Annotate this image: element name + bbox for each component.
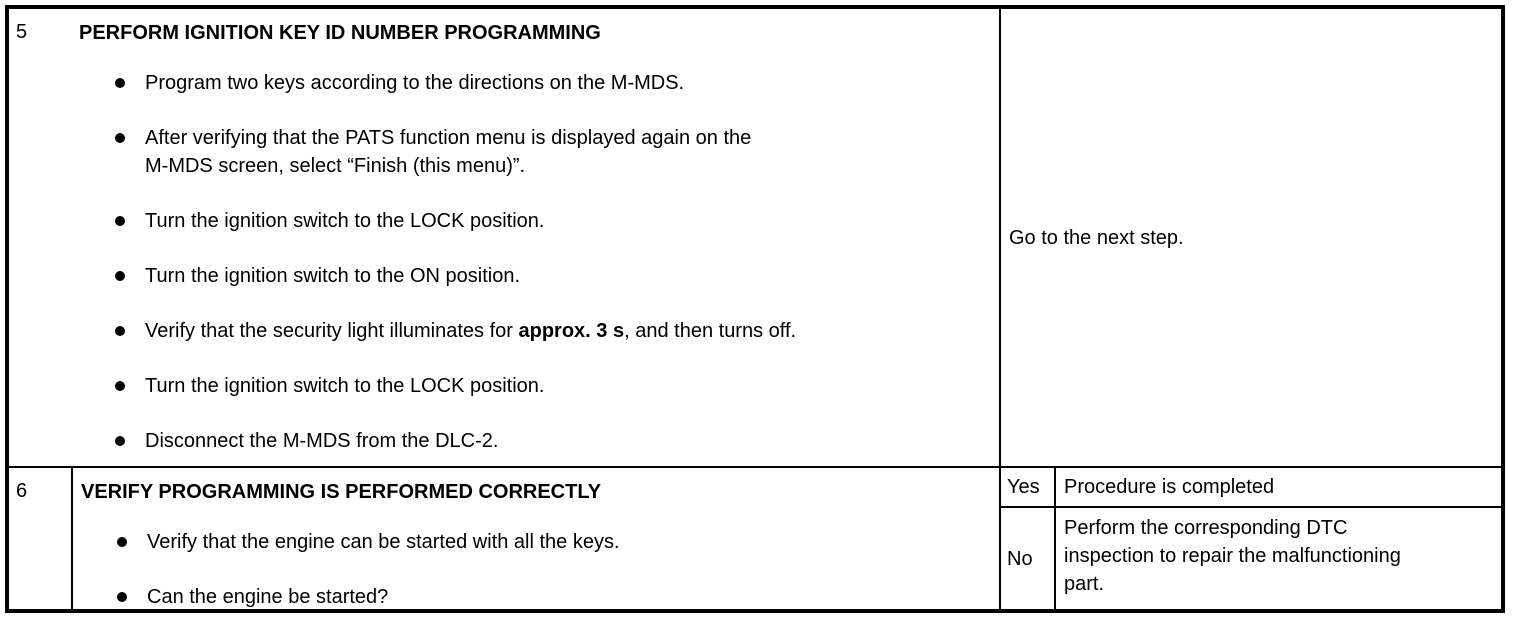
instruction-text: After verifying that the PATS function m… bbox=[145, 127, 752, 177]
action-cell-yes: Procedure is completed bbox=[1054, 466, 1501, 506]
step-number-cell-6: 6 bbox=[9, 466, 71, 609]
step-title: VERIFY PROGRAMMING IS PERFORMED CORRECTL… bbox=[81, 481, 602, 503]
inspection-cell-step-6: VERIFY PROGRAMMING IS PERFORMED CORRECTL… bbox=[71, 466, 999, 609]
list-item: Verify that the engine can be started wi… bbox=[73, 528, 999, 556]
bullet-icon bbox=[115, 216, 125, 226]
bullet-icon bbox=[117, 592, 127, 602]
list-item: Turn the ignition switch to the LOCK pos… bbox=[71, 207, 999, 235]
list-item: Can the engine be started? bbox=[73, 583, 999, 609]
bullet-icon bbox=[115, 133, 125, 143]
answer-cell-yes: Yes bbox=[999, 466, 1054, 506]
list-item: Verify that the security light illuminat… bbox=[71, 317, 999, 345]
bullet-icon bbox=[115, 326, 125, 336]
step-number: 5 bbox=[16, 21, 28, 43]
bullet-icon bbox=[115, 436, 125, 446]
instruction-text-post: , and then turns off. bbox=[624, 320, 797, 342]
instruction-text-bold: approx. 3 s bbox=[518, 320, 625, 342]
instruction-text: Disconnect the M-MDS from the DLC-2. bbox=[145, 430, 499, 452]
instruction-text: Turn the ignition switch to the LOCK pos… bbox=[145, 375, 545, 397]
diagnostic-procedure-table: 5 PERFORM IGNITION KEY ID NUMBER PROGRAM… bbox=[5, 5, 1505, 613]
bullet-icon bbox=[115, 271, 125, 281]
inspection-cell-step-5: PERFORM IGNITION KEY ID NUMBER PROGRAMMI… bbox=[71, 9, 999, 466]
answer-label: No bbox=[1007, 547, 1033, 570]
instruction-text: Program two keys according to the direct… bbox=[145, 72, 685, 94]
list-item: Disconnect the M-MDS from the DLC-2. bbox=[71, 427, 999, 455]
instruction-text: Turn the ignition switch to the ON posit… bbox=[145, 265, 520, 287]
instruction-text-pre: Verify that the security light illuminat… bbox=[145, 320, 519, 342]
instruction-list: Verify that the engine can be started wi… bbox=[73, 528, 999, 609]
action-text: Perform the corresponding DTC inspection… bbox=[1064, 517, 1401, 595]
instruction-list: Program two keys according to the direct… bbox=[71, 69, 999, 455]
list-item: Program two keys according to the direct… bbox=[71, 69, 999, 97]
action-text: Go to the next step. bbox=[1009, 226, 1184, 249]
action-cell-no: Perform the corresponding DTC inspection… bbox=[1054, 506, 1501, 609]
action-cell-step-5: Go to the next step. bbox=[999, 9, 1501, 466]
step-title: PERFORM IGNITION KEY ID NUMBER PROGRAMMI… bbox=[79, 22, 601, 44]
instruction-text: Can the engine be started? bbox=[147, 586, 389, 608]
answer-label: Yes bbox=[1007, 476, 1040, 498]
step-number-cell-5: 5 bbox=[9, 9, 71, 466]
list-item: Turn the ignition switch to the LOCK pos… bbox=[71, 372, 999, 400]
list-item: Turn the ignition switch to the ON posit… bbox=[71, 262, 999, 290]
instruction-text: Verify that the engine can be started wi… bbox=[147, 531, 620, 553]
action-text: Procedure is completed bbox=[1064, 476, 1275, 498]
answer-cell-no: No bbox=[999, 506, 1054, 609]
list-item: After verifying that the PATS function m… bbox=[71, 124, 999, 180]
bullet-icon bbox=[117, 537, 127, 547]
instruction-text: Verify that the security light illuminat… bbox=[145, 317, 796, 345]
bullet-icon bbox=[115, 381, 125, 391]
instruction-text: Turn the ignition switch to the LOCK pos… bbox=[145, 210, 545, 232]
step-number: 6 bbox=[16, 480, 28, 502]
bullet-icon bbox=[115, 78, 125, 88]
